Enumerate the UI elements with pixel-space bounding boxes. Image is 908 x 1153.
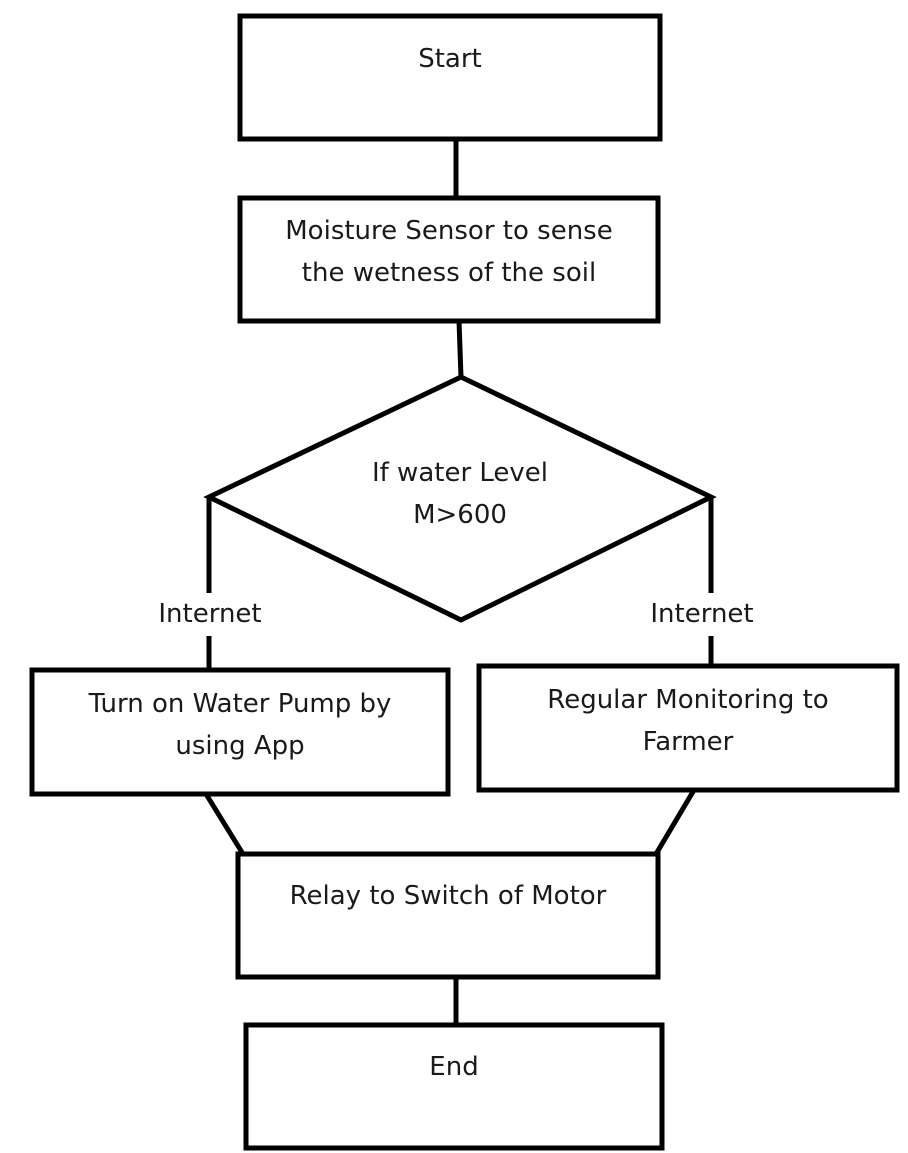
end-label: End [246,1046,662,1088]
start-text: Start [418,44,482,74]
sensor-box [237,195,661,324]
edge-label-left: Internet [120,594,300,634]
decision-text-line2: M>600 [413,500,507,530]
pump-text-line1: Turn on Water Pump by [88,689,392,719]
decision-diamond [203,374,717,623]
connector-monitor-to-relay [653,788,697,856]
relay-text: Relay to Switch of Motor [289,881,607,911]
sensor-text-line2: the wetness of the soil [301,258,597,288]
edge-label-right: Internet [612,594,792,634]
monitor-box [476,663,900,793]
end-text: End [429,1052,479,1082]
connector-sensor-to-decision [456,320,464,378]
relay-label: Relay to Switch of Motor [238,875,658,917]
sensor-text-line1: Moisture Sensor to sense [285,216,613,246]
monitor-text-line2: Farmer [642,727,734,757]
monitor-text-line1: Regular Monitoring to [547,685,829,715]
start-label: Start [240,38,660,80]
relay-box [235,851,661,980]
pump-box [29,667,451,797]
pump-label: Turn on Water Pump by using App [32,683,448,767]
connector-pump-to-relay [203,792,246,856]
start-box [237,13,663,142]
decision-label: If water Level M>600 [300,452,620,536]
decision-text-line1: If water Level [371,458,549,488]
pump-text-line2: using App [175,731,305,761]
end-box [243,1022,665,1151]
sensor-label: Moisture Sensor to sense the wetness of … [240,210,658,294]
monitor-label: Regular Monitoring to Farmer [479,679,897,763]
